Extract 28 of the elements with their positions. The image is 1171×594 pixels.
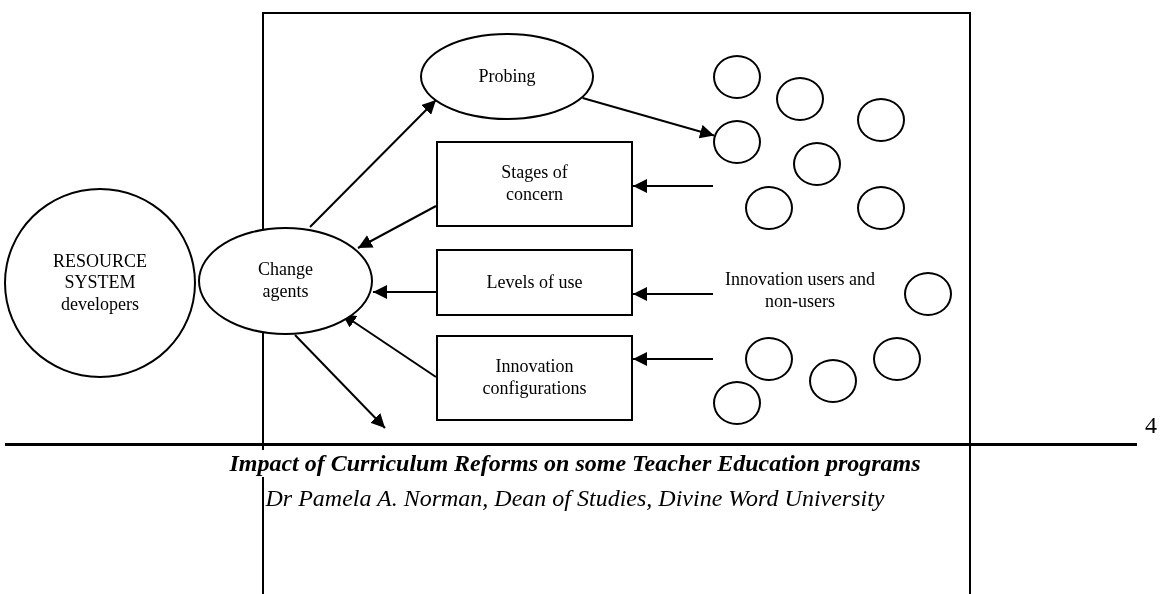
resource-circle: RESOURCE SYSTEM developers bbox=[4, 188, 196, 378]
text-label: Innovation users and non-users bbox=[715, 262, 885, 320]
empty-circle bbox=[873, 337, 921, 381]
empty-circle bbox=[904, 272, 952, 316]
empty-circle bbox=[713, 381, 761, 425]
ellipse-node: Change agents bbox=[198, 227, 373, 335]
process-box: Levels of use bbox=[436, 249, 633, 316]
empty-circle bbox=[713, 120, 761, 164]
arrow bbox=[294, 334, 386, 429]
empty-circle bbox=[809, 359, 857, 403]
empty-circle bbox=[776, 77, 824, 121]
arrow bbox=[632, 179, 714, 193]
process-box: Stages of concern bbox=[436, 141, 633, 227]
footer-title: Impact of Curriculum Reforms on some Teacher Education programs bbox=[229, 450, 921, 477]
empty-circle bbox=[745, 337, 793, 381]
empty-circle bbox=[793, 142, 841, 186]
arrow bbox=[632, 287, 714, 301]
empty-circle bbox=[745, 186, 793, 230]
arrow bbox=[581, 97, 716, 139]
empty-circle bbox=[857, 186, 905, 230]
process-box: Innovation configurations bbox=[436, 335, 633, 421]
empty-circle bbox=[857, 98, 905, 142]
arrow bbox=[357, 205, 437, 249]
ellipse-node: Probing bbox=[420, 33, 594, 120]
empty-circle bbox=[713, 55, 761, 99]
arrow bbox=[372, 285, 437, 299]
arrow bbox=[309, 99, 437, 228]
arrow bbox=[632, 352, 714, 366]
